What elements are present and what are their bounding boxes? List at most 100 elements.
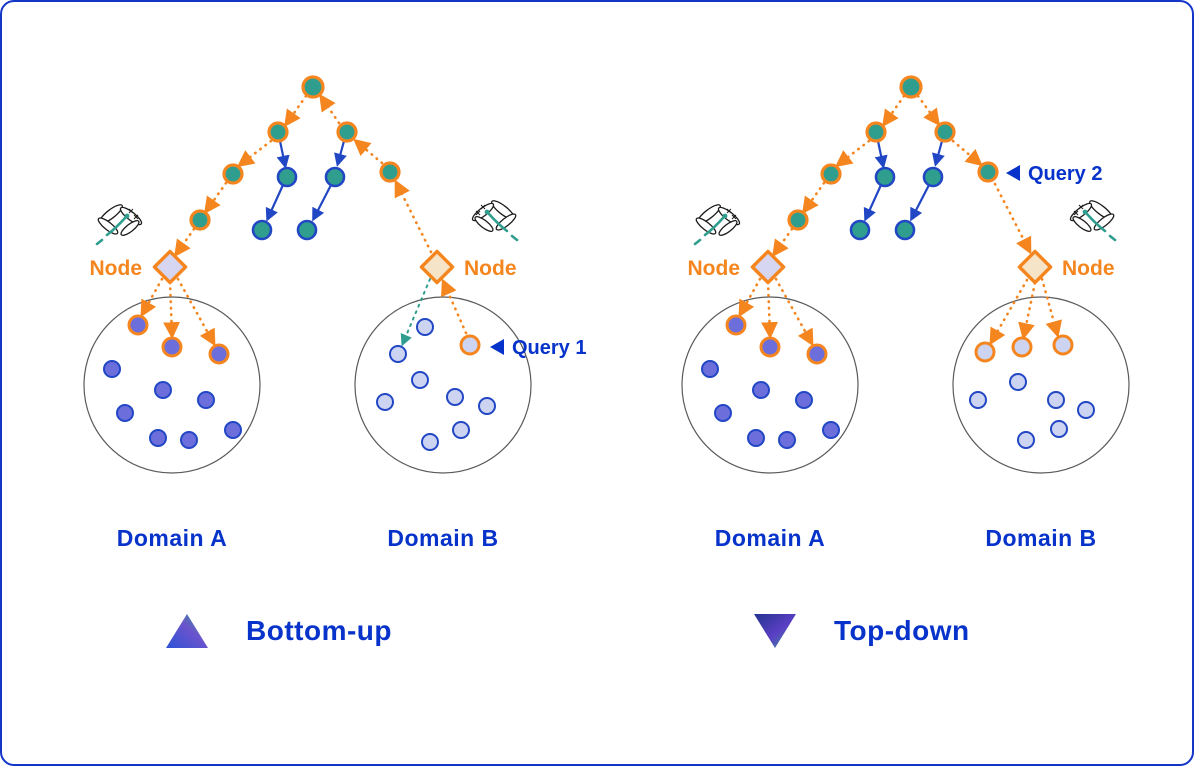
triangle-down-icon	[754, 614, 796, 648]
query-pointer-icon	[1006, 165, 1020, 181]
domain-a-label: Domain A	[117, 525, 228, 551]
point	[116, 404, 134, 422]
panel-top-down: Node Node Query 2 Domain A Domain B	[681, 75, 1130, 551]
point	[714, 404, 732, 422]
point	[452, 421, 470, 439]
tree-edges	[863, 140, 945, 222]
retrieved-point	[725, 314, 747, 336]
point	[197, 391, 215, 409]
descent-path	[140, 94, 308, 347]
point	[701, 360, 719, 378]
tree-node	[849, 219, 871, 241]
legend-item-top-down: Top-down	[752, 610, 970, 652]
legend-label-bottom-up: Bottom-up	[246, 615, 393, 646]
point	[149, 429, 167, 447]
point	[822, 421, 840, 439]
retrieved-point	[759, 336, 781, 358]
point	[1009, 373, 1027, 391]
descent-path-left	[738, 94, 906, 347]
dragonfly-icon	[1066, 196, 1118, 242]
domain-a-label: Domain A	[715, 525, 826, 551]
entry-node-diamond-a	[152, 249, 188, 285]
tree-node	[820, 163, 842, 185]
point	[421, 433, 439, 451]
point	[747, 429, 765, 447]
domain-b-points	[969, 334, 1095, 449]
tree-node	[379, 161, 401, 183]
legend: Bottom-up Top-down	[2, 610, 1192, 670]
dragonfly-icon	[468, 196, 520, 242]
point	[103, 360, 121, 378]
retrieved-point	[1052, 334, 1074, 356]
retrieved-point	[127, 314, 149, 336]
query-1-point	[459, 334, 481, 356]
tree-node	[787, 209, 809, 231]
node-label-left: Node	[688, 257, 741, 280]
retrieved-point	[974, 341, 996, 363]
query-label: Query 1	[512, 337, 586, 359]
entry-node-diamond-a	[750, 249, 786, 285]
legend-item-bottom-up: Bottom-up	[164, 610, 392, 652]
point	[795, 391, 813, 409]
tree-node	[251, 219, 273, 241]
tree-nodes	[189, 75, 401, 241]
ascent-path	[319, 93, 468, 335]
retrieved-point	[161, 336, 183, 358]
point	[180, 431, 198, 449]
root-node	[301, 75, 325, 99]
domain-a-points	[103, 314, 242, 449]
tree-node	[222, 163, 244, 185]
tree-node	[276, 166, 298, 188]
point	[778, 431, 796, 449]
point	[224, 421, 242, 439]
point	[154, 381, 172, 399]
point	[1077, 401, 1095, 419]
tree-node	[894, 219, 916, 241]
point	[969, 391, 987, 409]
point	[446, 388, 464, 406]
tree-nodes	[787, 75, 999, 241]
point	[389, 345, 407, 363]
tree-node	[189, 209, 211, 231]
tree-edges	[265, 140, 347, 222]
point	[1017, 431, 1035, 449]
tree-node	[324, 166, 346, 188]
point	[1047, 391, 1065, 409]
tree-node	[336, 121, 358, 143]
retrieved-point	[806, 343, 828, 365]
point	[376, 393, 394, 411]
nearest-neighbor-path	[400, 278, 431, 347]
node-label-left: Node	[90, 257, 143, 280]
dragonfly-icon	[94, 200, 146, 246]
dragonfly-icon	[692, 200, 744, 246]
query-2-node	[977, 161, 999, 183]
root-node	[899, 75, 923, 99]
tree-node	[922, 166, 944, 188]
descent-path-right	[916, 94, 1062, 346]
point	[416, 318, 434, 336]
tree-node	[267, 121, 289, 143]
panel-bottom-up: Node Node Query 1 Domain A Domain B	[83, 75, 586, 551]
node-label-right: Node	[1062, 257, 1115, 280]
query-pointer-icon	[490, 339, 504, 355]
node-label-right: Node	[464, 257, 517, 280]
triangle-up-icon	[166, 614, 208, 648]
point	[1050, 420, 1068, 438]
retrieved-point	[1011, 336, 1033, 358]
entry-node-diamond-b	[1017, 249, 1053, 285]
point	[411, 371, 429, 389]
entry-node-diamond-b	[419, 249, 455, 285]
retrieved-point	[208, 343, 230, 365]
domain-a-circle	[83, 296, 261, 474]
domain-b-circle	[952, 296, 1130, 474]
point	[478, 397, 496, 415]
query-label: Query 2	[1028, 163, 1102, 185]
tree-node	[296, 219, 318, 241]
tree-node	[874, 166, 896, 188]
point	[752, 381, 770, 399]
domain-a-circle	[681, 296, 859, 474]
domain-b-points	[376, 318, 496, 451]
tree-node	[934, 121, 956, 143]
tree-node	[865, 121, 887, 143]
